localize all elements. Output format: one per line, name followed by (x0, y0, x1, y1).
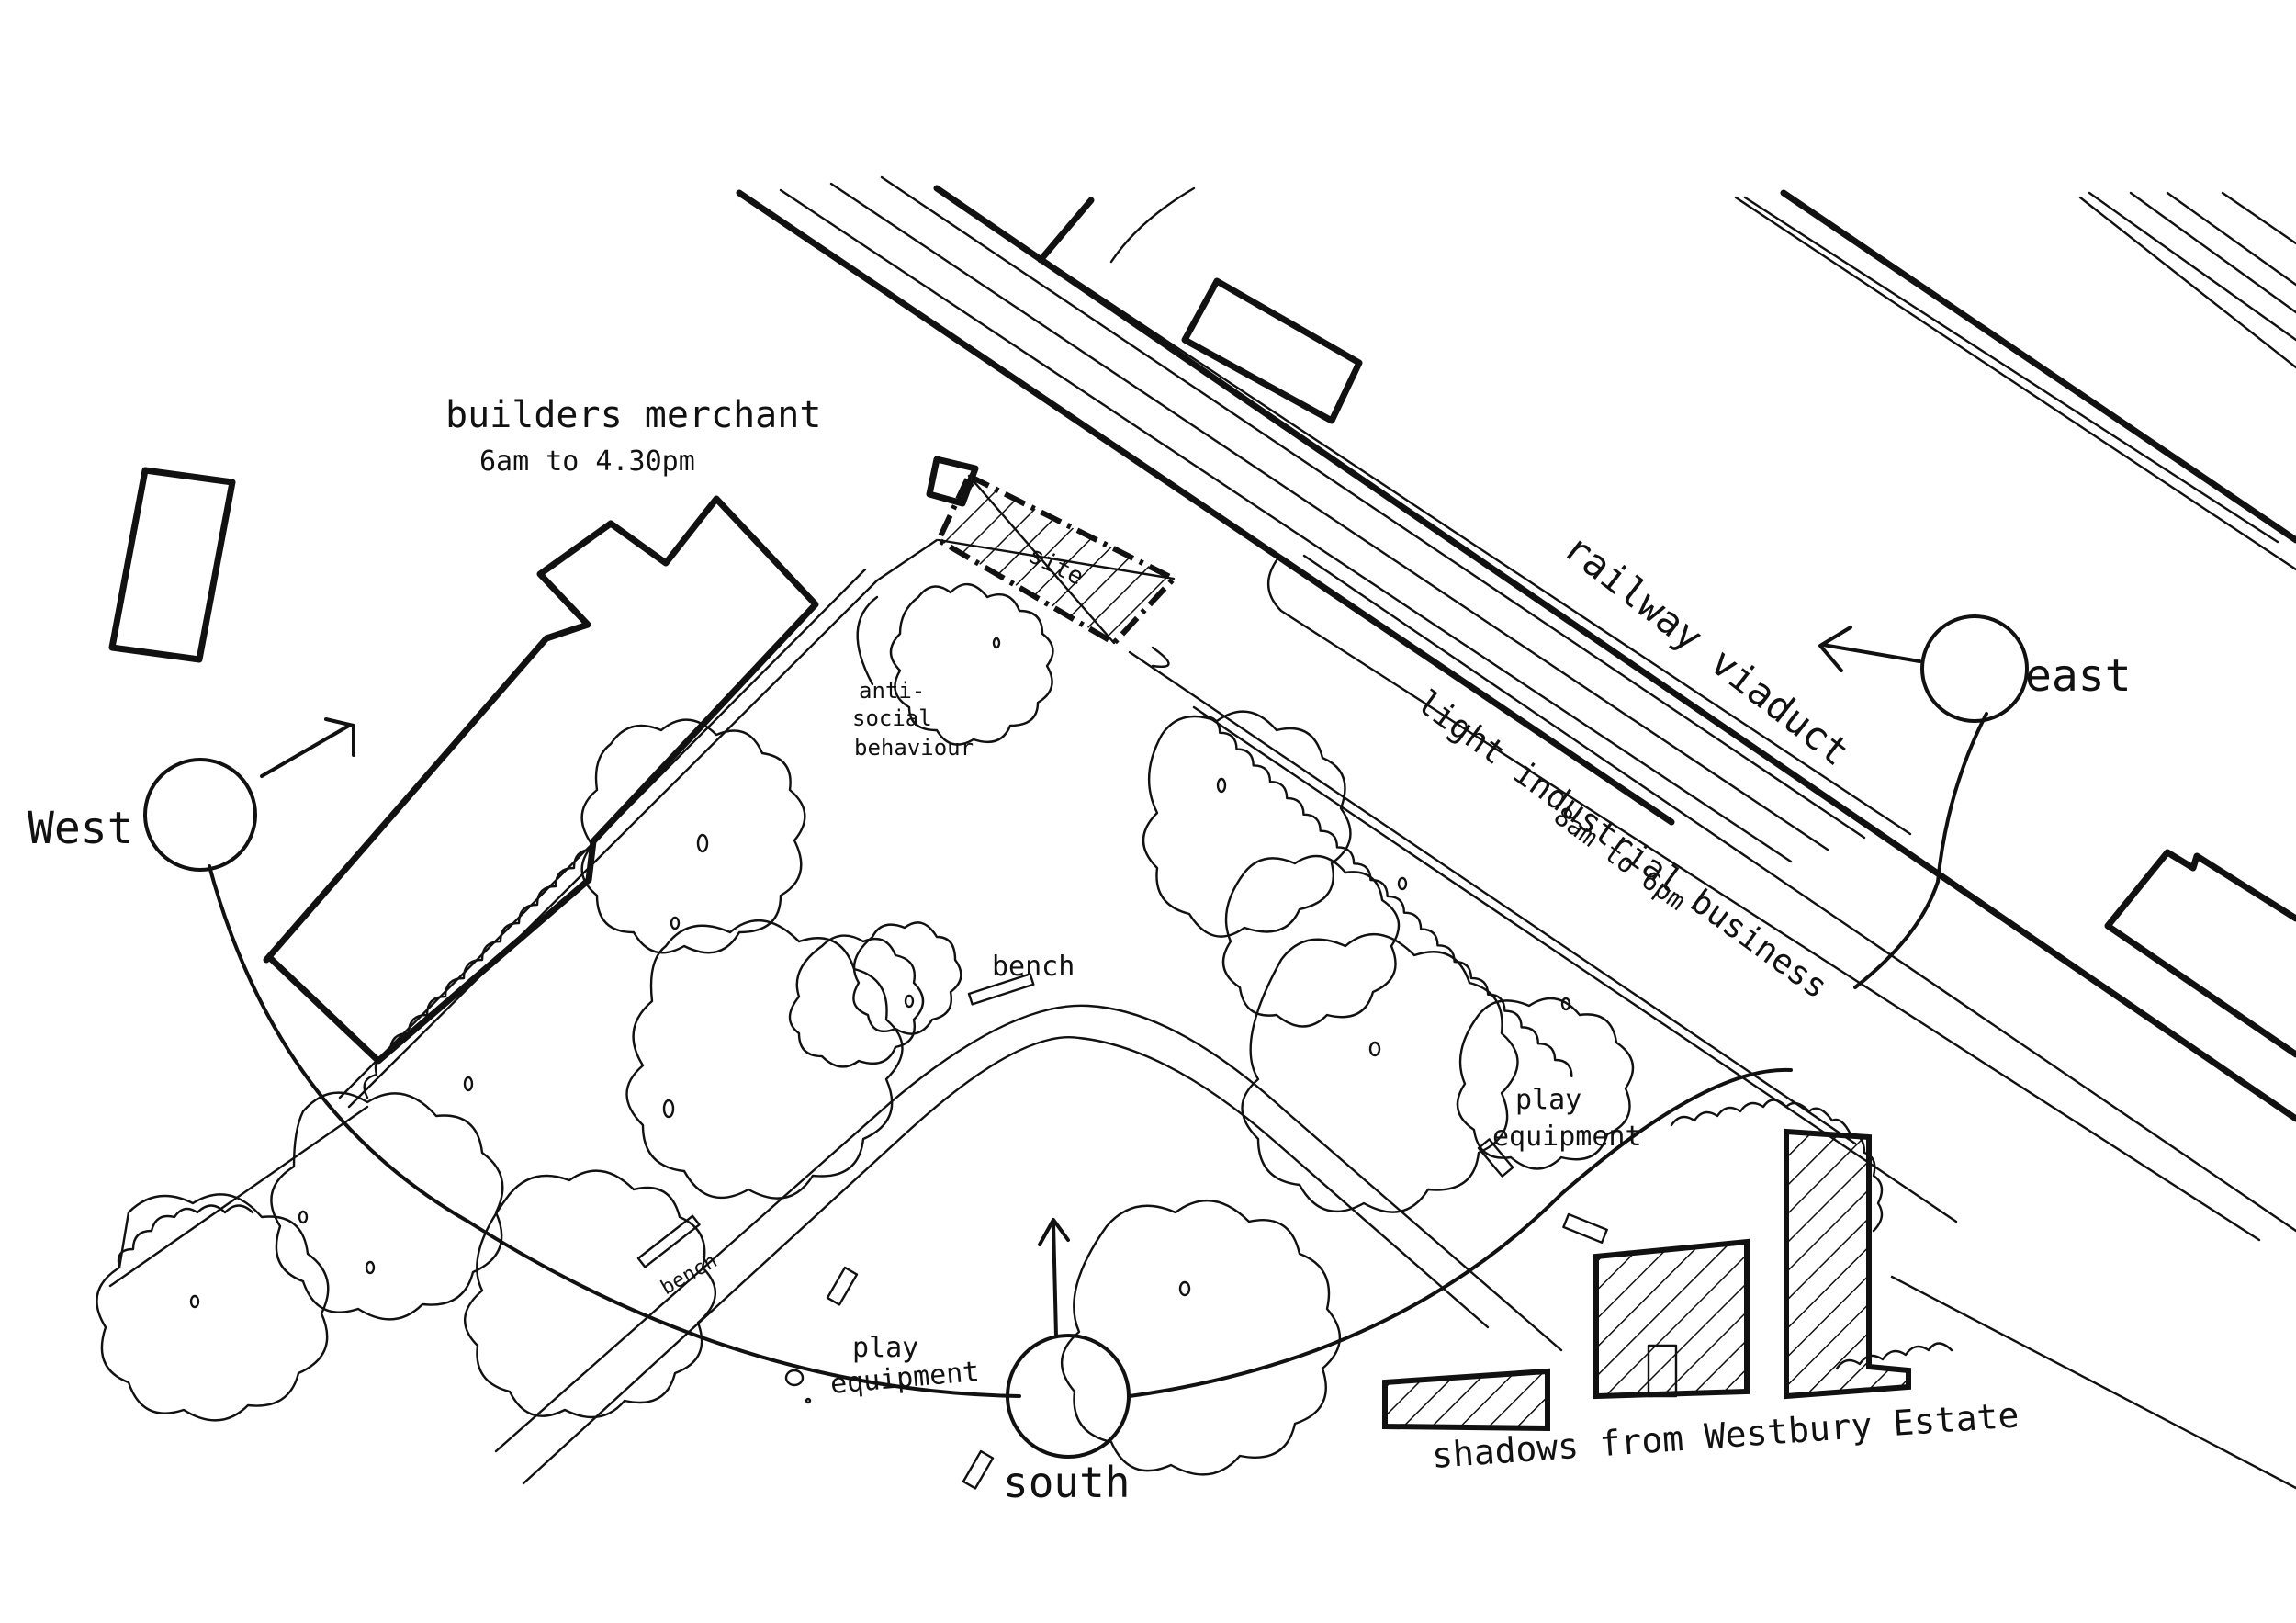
curved-path-outer (494, 1004, 1563, 1453)
estate-tower-right (1784, 1128, 1911, 1400)
antisocial-label-1: anti- (859, 678, 925, 704)
antisocial-label-3: behaviour (854, 735, 974, 761)
tree-trunks (189, 637, 1571, 1404)
hedge (1201, 715, 1573, 1078)
tree-canopy (1142, 710, 1352, 938)
play-label-right-2: equipment (1492, 1121, 1642, 1153)
west-label: West (28, 803, 134, 854)
sun-path (208, 712, 1988, 1398)
park-north-edge-a (1128, 650, 1857, 1145)
play-equipment-mark (1477, 1138, 1514, 1178)
builders-merchant-label: builders merchant (445, 394, 821, 436)
bench-mark (967, 973, 1035, 1006)
play-equipment-mark (826, 1266, 859, 1306)
play-label-right-1: play (1515, 1084, 1581, 1116)
site-plot: site (935, 471, 1178, 647)
hedge (1670, 1099, 1884, 1233)
park-paths (108, 186, 2296, 1490)
play-equipment-mark (962, 1449, 995, 1490)
building-far-right (2104, 849, 2296, 1058)
direction-markers (143, 595, 2029, 1459)
sun-arc-west (208, 864, 1021, 1398)
builders-merchant-building (263, 495, 819, 1065)
tree-canopy (270, 1091, 504, 1321)
left-path-edge-b (338, 568, 867, 1099)
south-marker-circle (1006, 1334, 1131, 1459)
builders-merchant-hours: 6am to 4.30pm (479, 445, 695, 478)
west-arrow-icon (260, 717, 355, 778)
south-arrow-icon (1038, 1218, 1070, 1338)
tree-canopy (1061, 1200, 1341, 1476)
tree-canopy (1221, 854, 1401, 1028)
railway-viaduct (736, 175, 2296, 1233)
west-marker-circle (143, 758, 257, 872)
westbury-estate-shadows (1382, 1128, 1911, 1432)
antisocial-label-2: social (852, 705, 932, 731)
building-top-right (1181, 277, 1363, 424)
sun-arc-east (1128, 1067, 1793, 1398)
building-top-fragment (1037, 197, 1095, 264)
hedge (117, 1204, 254, 1269)
sun-arc-east-upper (1853, 712, 1988, 989)
estate-block-centre (1593, 1238, 1750, 1400)
building-left (108, 467, 236, 663)
play-label-bottom-1: play (852, 1332, 918, 1364)
tree-canopy (96, 1193, 330, 1422)
east-arrow-icon (1818, 626, 1921, 672)
tree-canopy (889, 583, 1054, 746)
play-equipment-mark (1562, 1212, 1608, 1244)
south-label: south (1003, 1458, 1130, 1507)
tree-canopy (1241, 933, 1519, 1213)
estate-shadow-base (1382, 1368, 1550, 1432)
railway-viaduct-label: railway viaduct (1556, 524, 1858, 774)
curved-path-inner (522, 1036, 1490, 1485)
tree-canopy (788, 934, 925, 1068)
tree-canopy (463, 1169, 717, 1419)
tree-canopy (852, 921, 962, 1035)
left-path-edge-a (347, 579, 879, 1109)
tree-canopy (625, 919, 904, 1200)
tree-canopy (580, 718, 806, 954)
tree-canopy (1456, 997, 1635, 1170)
hedge (363, 848, 594, 1099)
east-marker-circle (1920, 614, 2029, 723)
bench-label-bottom: bench (658, 1249, 722, 1300)
buildings (108, 197, 2296, 1065)
east-label: east (2025, 650, 2132, 702)
rail-embankment-edge (1266, 558, 2261, 1242)
bench-mark (636, 1214, 701, 1268)
antisocial-arrow-icon (856, 595, 879, 686)
bench-label-top: bench (992, 951, 1075, 983)
